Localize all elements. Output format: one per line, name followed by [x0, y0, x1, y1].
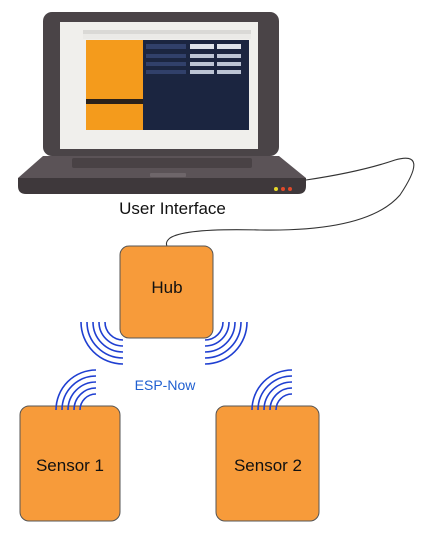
sensor1-label: Sensor 1 [35, 456, 105, 475]
usb-cable [165, 157, 415, 247]
laptop-base [18, 178, 306, 194]
sensor2-node [215, 405, 320, 522]
hub-node [119, 245, 214, 339]
hub-wifi-waves-right-icon [204, 321, 248, 365]
status-led-icon [274, 187, 278, 191]
status-led-icon [288, 187, 292, 191]
hub-wifi-waves-left-icon [80, 321, 124, 365]
protocol-label: ESP-Now [134, 377, 196, 393]
sensor2-label: Sensor 2 [233, 456, 303, 475]
ui-screenshot [83, 30, 251, 130]
laptop [18, 12, 306, 194]
ui-main-panel [143, 40, 249, 130]
sensor1-wifi-waves-icon [55, 369, 97, 411]
status-led-icon [281, 187, 285, 191]
ui-sidebar [86, 40, 143, 130]
hub-label: Hub [151, 278, 183, 297]
sensor1-node [19, 405, 121, 522]
user-interface-label: User Interface [119, 199, 226, 218]
sensor2-wifi-waves-icon [251, 369, 293, 411]
